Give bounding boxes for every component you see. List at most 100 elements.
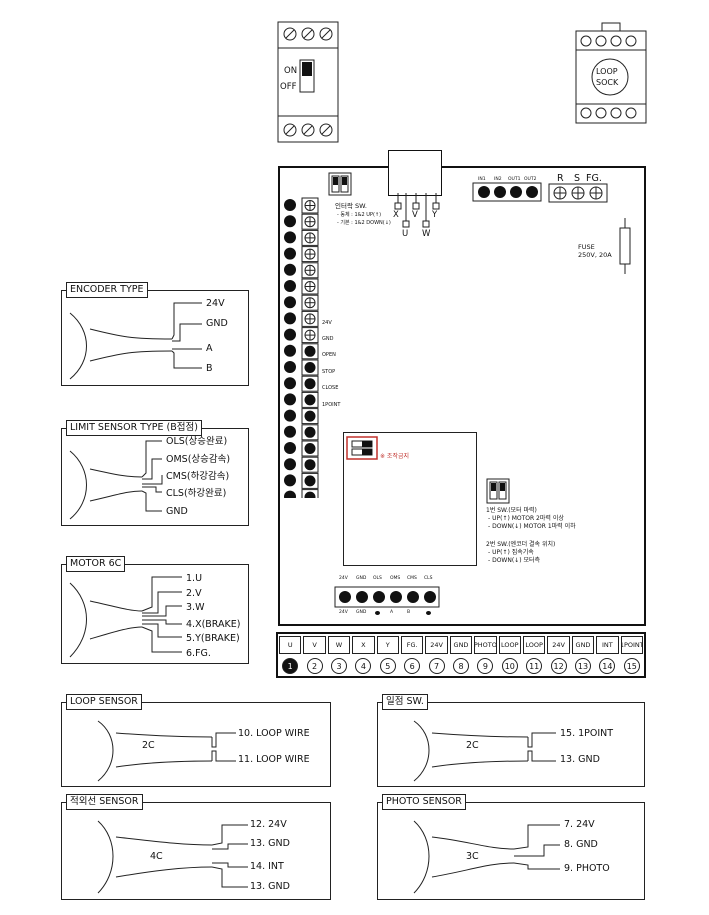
strip-terminal-label: PHOTO — [474, 636, 497, 654]
sw1-up: - UP(↑) MOTOR 2마력 이상 — [488, 515, 564, 522]
left-terminal-column — [284, 197, 319, 498]
power-terminal-block — [548, 183, 608, 203]
loop-sensor-wiring — [97, 720, 236, 782]
encoder-conn-dot — [375, 611, 380, 615]
limit-wire-oms: OMS(상승감속) — [166, 454, 231, 465]
strip-terminal-number: 8 — [453, 658, 469, 674]
loop-sock-label-2: SOCK — [596, 78, 619, 87]
motor-dip-switch[interactable] — [486, 478, 510, 504]
ir-sensor-cable: 4C — [150, 851, 163, 862]
fuse-label-1: FUSE — [578, 243, 595, 251]
ir-sensor-wiring — [97, 820, 248, 894]
terminal-number-marker — [284, 280, 296, 292]
sw2-title: 2번 SW.(엔코더 결속 위치) — [486, 541, 556, 548]
strip-terminal-number: 7 — [428, 658, 445, 674]
install-dip-switch[interactable] — [346, 436, 378, 460]
limit-wire-ols: OLS(상승완료) — [166, 436, 228, 447]
terminal-number-marker — [284, 490, 296, 498]
encoder-type-box: ENCODER TYPE 24V GND A B — [61, 282, 249, 386]
motor-6c-wiring — [69, 576, 182, 658]
terminal-screw-filled — [304, 491, 316, 498]
limit-sensor-title: LIMIT SENSOR TYPE (B접점) — [66, 420, 202, 436]
point-sw-wiring — [413, 720, 556, 782]
sw1-title: 1번 SW.(모터 마력) — [486, 507, 537, 514]
terminal-screw-filled — [304, 378, 316, 390]
terminal-number-marker — [284, 377, 296, 390]
terminal-number-marker — [284, 409, 296, 422]
loop-sensor-cable: 2C — [142, 740, 155, 751]
left-label-open: OPEN — [322, 352, 336, 358]
ir-wire-int: 14. INT — [250, 861, 284, 872]
photo-sensor-title: PHOTO SENSOR — [382, 794, 466, 810]
motor-6c-title: MOTOR 6C — [66, 556, 126, 572]
strip-terminal-number: 5 — [379, 658, 396, 674]
strip-terminal-label: LOOP — [523, 636, 546, 654]
photo-sensor-cable: 3C — [466, 851, 479, 862]
strip-terminal-label: W — [327, 636, 351, 654]
terminal-number-marker — [284, 425, 296, 438]
strip-terminal-number: 15 — [623, 658, 640, 674]
point-sw-cable: 2C — [466, 740, 479, 751]
interlock-sw-line2: - 기본 : 1&2 DOWN(↓) — [337, 220, 391, 226]
io-terminal-pins — [472, 182, 542, 202]
motor-pin-leads — [394, 193, 440, 228]
sw2-up: - UP(↑) 집속기속 — [488, 549, 534, 556]
encoder-wiring — [69, 302, 202, 380]
ir-wire-gnd: 13. GND — [250, 838, 290, 849]
interlock-dip-switch[interactable] — [328, 172, 352, 196]
left-label-1point: 1POINT — [322, 402, 341, 408]
limit-sensor-box: LIMIT SENSOR TYPE (B접점) OLS(상승완료) OMS(상승… — [61, 420, 249, 526]
terminal-number-marker — [284, 247, 296, 260]
point-sw-wire-13: 13. GND — [560, 754, 600, 765]
ir-sensor-title: 적외선 SENSOR — [66, 794, 143, 810]
encoder-conn-bottom-label: A — [390, 610, 394, 615]
strip-terminal-number: 1 — [282, 658, 299, 674]
terminal-number-marker — [284, 458, 296, 471]
motor-pin-y: Y — [432, 210, 438, 220]
io-label-out2: OUT2 — [524, 177, 537, 182]
io-terminal-block: IN1 IN2 OUT1 OUT2 — [472, 172, 544, 202]
terminal-number-marker — [284, 199, 296, 211]
terminal-screw-filled — [304, 345, 316, 357]
photo-sensor-wiring — [413, 820, 560, 894]
encoder-wire-a: A — [206, 343, 213, 354]
encoder-wire-24v: 24V — [206, 298, 225, 309]
strip-terminal-label: 1POINT — [620, 636, 643, 654]
strip-terminal-label: FG. — [401, 636, 424, 654]
strip-terminal-label: LOOP — [498, 636, 521, 654]
strip-terminal-label: 24V — [547, 636, 570, 654]
strip-terminal-number: 13 — [575, 658, 591, 674]
motor-wire-w: 3.W — [186, 602, 205, 613]
motor-output-module — [388, 150, 442, 196]
terminal-number-marker — [284, 312, 296, 325]
strip-terminal-label: V — [303, 636, 326, 654]
strip-terminal-number: 3 — [331, 658, 347, 674]
terminal-number-marker — [284, 215, 296, 228]
encoder-conn-top-label: GND — [356, 576, 367, 581]
motor-wire-u: 1.U — [186, 573, 203, 584]
point-sw-wire-15: 15. 1POINT — [560, 728, 614, 739]
io-label-in2: IN2 — [494, 177, 502, 182]
encoder-conn-bottom-label: GND — [356, 610, 367, 615]
loop-sock-outline — [575, 22, 647, 124]
left-label-stop: STOP — [322, 369, 336, 375]
motor-pin-v: V — [412, 210, 418, 220]
io-label-out1: OUT1 — [508, 177, 521, 182]
terminal-number-marker — [284, 328, 296, 341]
terminal-number-marker — [284, 361, 296, 373]
ir-wire-24v: 12. 24V — [250, 819, 287, 830]
interlock-sw-title: 인터락 SW. — [335, 202, 367, 210]
strip-terminal-label: INT — [596, 636, 619, 654]
terminal-screw-filled — [304, 362, 316, 373]
terminal-number-marker — [284, 231, 296, 244]
loop-sensor-box: LOOP SENSOR 2C 10. LOOP WIRE 11. LOOP WI… — [61, 694, 331, 787]
strip-terminal-label: Y — [376, 636, 399, 654]
encoder-conn-top-label: CLS — [424, 576, 433, 581]
strip-terminal-number: 2 — [306, 658, 323, 674]
strip-terminal-number: 12 — [550, 658, 567, 674]
terminal-number-marker — [284, 474, 296, 487]
left-label-24v: 24V — [322, 320, 332, 326]
strip-terminal-number: 9 — [477, 658, 494, 674]
